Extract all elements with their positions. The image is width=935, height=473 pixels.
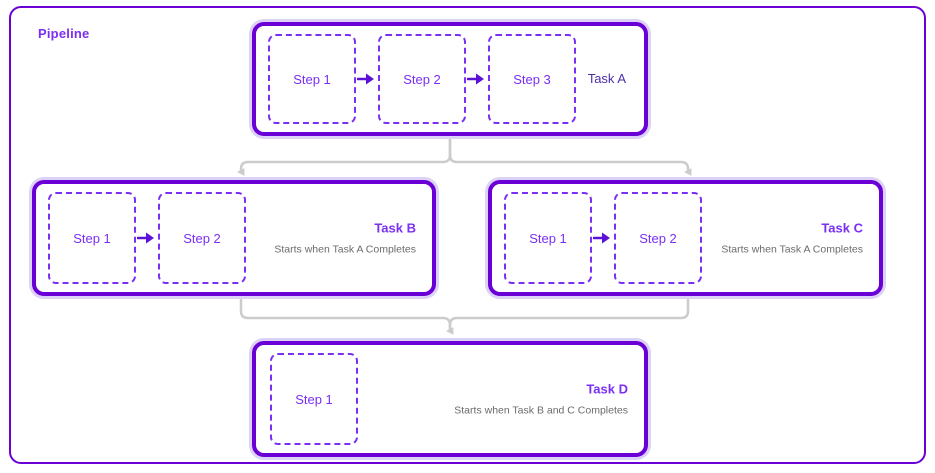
step-label: Step 1 <box>293 71 331 87</box>
task-b-steps: Step 1 Step 2 <box>36 184 246 292</box>
step-label: Step 1 <box>529 230 567 246</box>
step-label: Step 1 <box>295 391 333 407</box>
step-box-task-d-1[interactable]: Step 1 <box>270 353 358 445</box>
task-c-subtitle: Starts when Task A Completes <box>721 243 863 256</box>
step-box-task-c-1[interactable]: Step 1 <box>504 192 592 284</box>
step-label: Step 2 <box>639 230 677 246</box>
task-card-task-c[interactable]: Step 1 Step 2 Task C Starts when Task A … <box>488 180 883 296</box>
step-label: Step 3 <box>513 71 551 87</box>
step-box-task-a-3[interactable]: Step 3 <box>488 34 576 124</box>
step-box-task-a-1[interactable]: Step 1 <box>268 34 356 124</box>
step-box-task-b-2[interactable]: Step 2 <box>158 192 246 284</box>
task-a-meta: Task A <box>588 70 626 88</box>
task-b-meta: Task B Starts when Task A Completes <box>274 220 416 257</box>
step-label: Step 2 <box>403 71 441 87</box>
step-box-task-c-2[interactable]: Step 2 <box>614 192 702 284</box>
step-box-task-a-2[interactable]: Step 2 <box>378 34 466 124</box>
task-d-subtitle: Starts when Task B and C Completes <box>454 404 628 417</box>
task-c-steps: Step 1 Step 2 <box>492 184 702 292</box>
step-box-task-b-1[interactable]: Step 1 <box>48 192 136 284</box>
arrow-right-icon <box>466 69 488 89</box>
arrow-right-icon <box>592 228 614 248</box>
task-card-task-b[interactable]: Step 1 Step 2 Task B Starts when Task A … <box>32 180 436 296</box>
task-card-task-a[interactable]: Step 1 Step 2 Step 3 Task <box>252 22 648 136</box>
task-card-task-d[interactable]: Step 1 Task D Starts when Task B and C C… <box>252 341 648 457</box>
task-d-meta: Task D Starts when Task B and C Complete… <box>454 381 628 418</box>
arrow-right-icon <box>136 228 158 248</box>
task-c-meta: Task C Starts when Task A Completes <box>721 220 863 257</box>
task-d-steps: Step 1 <box>256 345 358 453</box>
task-b-subtitle: Starts when Task A Completes <box>274 243 416 256</box>
task-a-title: Task A <box>587 71 626 86</box>
task-a-steps: Step 1 Step 2 Step 3 <box>256 26 576 132</box>
task-b-title: Task B <box>374 220 416 236</box>
arrow-right-icon <box>356 69 378 89</box>
step-label: Step 1 <box>73 230 111 246</box>
step-label: Step 2 <box>183 230 221 246</box>
pipeline-title: Pipeline <box>38 26 90 41</box>
task-c-title: Task C <box>821 220 863 236</box>
task-d-title: Task D <box>586 381 628 397</box>
